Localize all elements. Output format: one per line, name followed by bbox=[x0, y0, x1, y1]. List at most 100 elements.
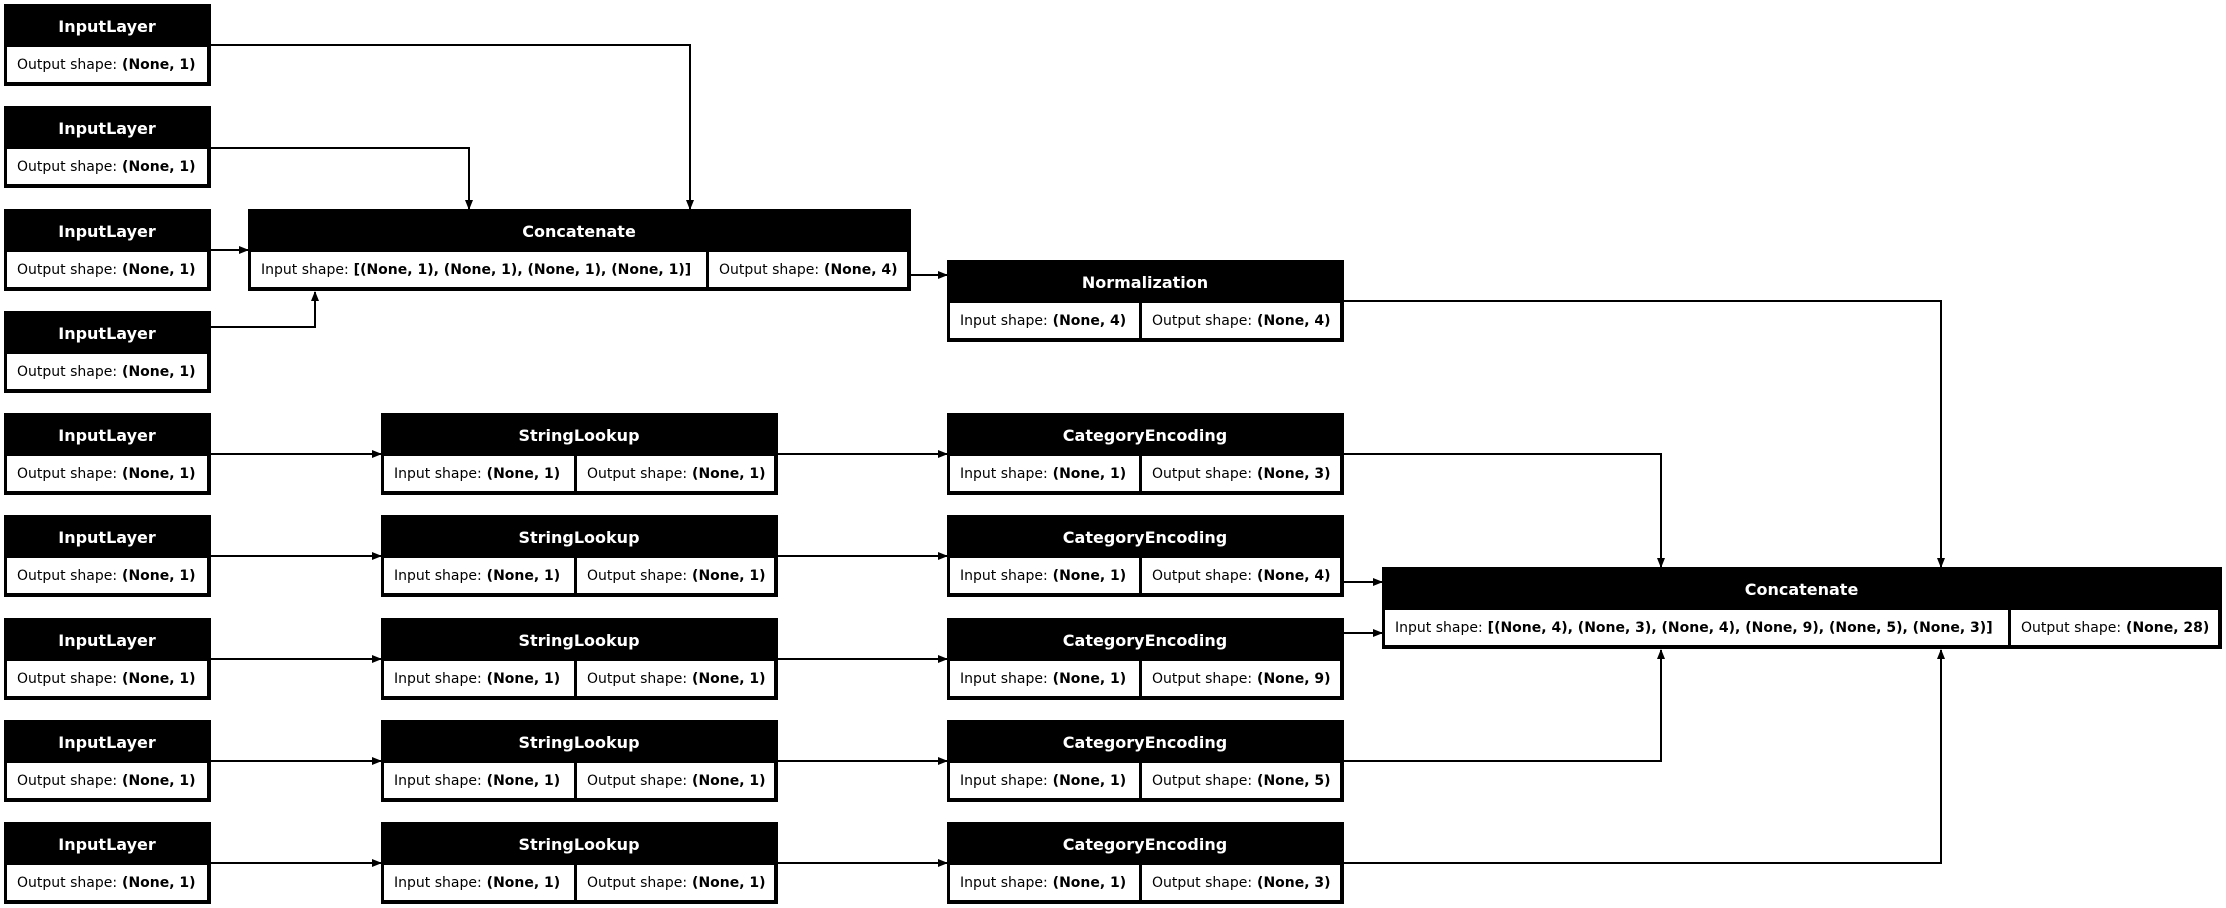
shape-value: (None, 1) bbox=[486, 772, 561, 789]
output-shape-cell: Output shape:(None, 1) bbox=[7, 252, 207, 287]
layer-title: StringLookup bbox=[384, 416, 774, 456]
input-shape-cell: Input shape:(None, 1) bbox=[384, 763, 574, 798]
edge-input-4-to-concatenate-1 bbox=[211, 291, 319, 328]
input-shape-cell: Input shape:(None, 1) bbox=[950, 865, 1139, 900]
shape-value: (None, 1) bbox=[486, 874, 561, 891]
shape-label: Input shape: bbox=[960, 772, 1048, 789]
shape-value: (None, 1) bbox=[122, 874, 196, 891]
layer-title: CategoryEncoding bbox=[950, 416, 1340, 456]
shape-label: Input shape: bbox=[960, 567, 1048, 584]
shape-label: Input shape: bbox=[394, 567, 482, 584]
edge-input-1-to-concatenate-1 bbox=[211, 44, 694, 210]
shape-value: [(None, 1), (None, 1), (None, 1), (None,… bbox=[353, 261, 692, 278]
shape-label: Output shape: bbox=[17, 874, 118, 891]
layer-title: Normalization bbox=[950, 263, 1340, 303]
input-shape-cell: Input shape:(None, 1) bbox=[384, 865, 574, 900]
shape-label: Output shape: bbox=[1152, 567, 1253, 584]
shape-label: Input shape: bbox=[261, 261, 349, 278]
output-shape-cell: Output shape:(None, 4) bbox=[1139, 303, 1340, 338]
output-shape-cell: Output shape:(None, 1) bbox=[574, 456, 774, 491]
shape-value: (None, 1) bbox=[122, 56, 196, 73]
shape-label: Output shape: bbox=[587, 670, 688, 687]
shape-label: Output shape: bbox=[1152, 772, 1253, 789]
shape-value: (None, 1) bbox=[122, 670, 196, 687]
shape-label: Output shape: bbox=[17, 465, 118, 482]
shape-value: (None, 3) bbox=[1257, 874, 1331, 891]
output-shape-cell: Output shape:(None, 1) bbox=[574, 763, 774, 798]
shape-value: (None, 1) bbox=[122, 567, 196, 584]
layer-title: InputLayer bbox=[7, 109, 207, 149]
shape-label: Output shape: bbox=[17, 772, 118, 789]
shape-label: Input shape: bbox=[960, 670, 1048, 687]
shape-value: (None, 1) bbox=[122, 158, 196, 175]
layer-title: InputLayer bbox=[7, 416, 207, 456]
shape-label: Output shape: bbox=[719, 261, 820, 278]
shape-value: (None, 5) bbox=[1257, 772, 1331, 789]
output-shape-cell: Output shape:(None, 1) bbox=[7, 763, 207, 798]
output-shape-cell: Output shape:(None, 1) bbox=[574, 661, 774, 696]
output-shape-cell: Output shape:(None, 1) bbox=[574, 558, 774, 593]
shape-value: (None, 1) bbox=[122, 363, 196, 380]
input-shape-cell: Input shape:(None, 4) bbox=[950, 303, 1139, 338]
shape-label: Input shape: bbox=[1395, 619, 1483, 636]
shape-value: (None, 1) bbox=[486, 670, 561, 687]
shape-value: (None, 1) bbox=[122, 465, 196, 482]
shape-label: Output shape: bbox=[17, 363, 118, 380]
input-shape-cell: Input shape:(None, 1) bbox=[384, 456, 574, 491]
shape-label: Output shape: bbox=[587, 772, 688, 789]
shape-value: (None, 1) bbox=[1052, 670, 1127, 687]
layer-title: Concatenate bbox=[251, 212, 907, 252]
output-shape-cell: Output shape:(None, 1) bbox=[7, 865, 207, 900]
layer-title: StringLookup bbox=[384, 825, 774, 865]
input-shape-cell: Input shape:(None, 1) bbox=[384, 661, 574, 696]
layer-title: CategoryEncoding bbox=[950, 518, 1340, 558]
shape-value: (None, 1) bbox=[1052, 874, 1127, 891]
input-shape-cell: Input shape:(None, 1) bbox=[384, 558, 574, 593]
output-shape-cell: Output shape:(None, 9) bbox=[1139, 661, 1340, 696]
shape-label: Output shape: bbox=[2021, 619, 2122, 636]
shape-label: Output shape: bbox=[1152, 670, 1253, 687]
output-shape-cell: Output shape:(None, 1) bbox=[7, 558, 207, 593]
shape-label: Input shape: bbox=[394, 874, 482, 891]
shape-label: Output shape: bbox=[17, 158, 118, 175]
shape-value: (None, 1) bbox=[122, 261, 196, 278]
shape-value: (None, 9) bbox=[1257, 670, 1331, 687]
layer-title: InputLayer bbox=[7, 621, 207, 661]
shape-value: (None, 4) bbox=[1257, 312, 1331, 329]
shape-value: (None, 1) bbox=[1052, 465, 1127, 482]
shape-label: Output shape: bbox=[17, 670, 118, 687]
output-shape-cell: Output shape:(None, 1) bbox=[7, 456, 207, 491]
shape-label: Output shape: bbox=[587, 874, 688, 891]
shape-label: Output shape: bbox=[17, 56, 118, 73]
output-shape-cell: Output shape:(None, 5) bbox=[1139, 763, 1340, 798]
layer-title: Concatenate bbox=[1385, 570, 2218, 610]
shape-value: (None, 1) bbox=[692, 567, 766, 584]
edge-category-encoding-5-to-concatenate-2 bbox=[1344, 649, 1945, 864]
shape-label: Input shape: bbox=[960, 874, 1048, 891]
output-shape-cell: Output shape:(None, 4) bbox=[1139, 558, 1340, 593]
shape-value: (None, 1) bbox=[692, 874, 766, 891]
input-shape-cell: Input shape:[(None, 4), (None, 3), (None… bbox=[1385, 610, 2008, 645]
shape-value: (None, 1) bbox=[1052, 567, 1127, 584]
layer-title: InputLayer bbox=[7, 7, 207, 47]
layer-title: InputLayer bbox=[7, 825, 207, 865]
shape-label: Output shape: bbox=[587, 465, 688, 482]
shape-value: [(None, 4), (None, 3), (None, 4), (None,… bbox=[1487, 619, 1993, 636]
layer-title: InputLayer bbox=[7, 314, 207, 354]
layer-title: InputLayer bbox=[7, 723, 207, 763]
layer-title: CategoryEncoding bbox=[950, 825, 1340, 865]
edge-input-2-to-concatenate-1 bbox=[211, 147, 473, 210]
